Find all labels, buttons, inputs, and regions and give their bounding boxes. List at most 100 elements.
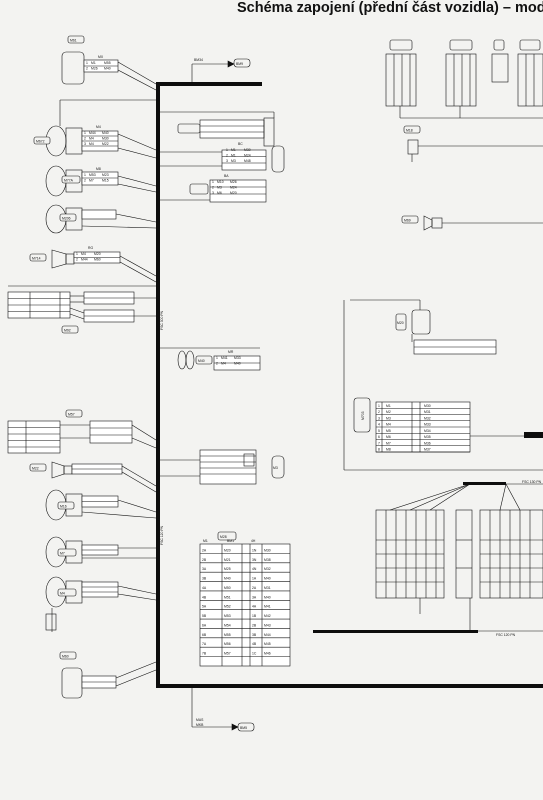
connector-pin: M22	[102, 142, 109, 146]
module-pin: 2	[378, 410, 380, 414]
table-cell: M56	[224, 642, 231, 646]
table-cell: 2A	[202, 548, 207, 552]
table-cell: M57	[224, 652, 231, 656]
connector-label: M8	[96, 167, 101, 171]
connector-pin: M44	[81, 258, 88, 262]
module-pin: M6	[386, 435, 391, 439]
table-cell: M43	[264, 623, 271, 627]
connector-pin: M3	[217, 186, 222, 190]
module-pin: M36	[424, 441, 431, 445]
table-cell: M41	[264, 605, 271, 609]
table-cell: 4A	[252, 605, 257, 609]
table-cell: 4B	[202, 595, 207, 599]
table-cell: M46	[264, 652, 271, 656]
connector-pin: M55	[104, 61, 111, 65]
table-cell: M51	[224, 595, 231, 599]
connector-pin: M10	[217, 180, 224, 184]
table-cell: 1N	[252, 548, 257, 552]
table-cell: M50	[224, 586, 231, 590]
table-cell: 1C	[252, 652, 257, 656]
table-header: BM1	[227, 539, 234, 543]
connector-pin: M1	[231, 148, 236, 152]
table-cell: M38	[264, 558, 271, 562]
table-cell: 4B	[252, 642, 257, 646]
component-top-left	[61, 51, 85, 85]
connector-pin: M1	[231, 154, 236, 158]
module-pin: 8	[378, 448, 380, 452]
table-cell: M52	[224, 605, 231, 609]
tag-m60: M60	[62, 655, 69, 659]
table-header: M1	[203, 539, 208, 543]
module-pin: M1	[386, 404, 391, 408]
connector-label: MR	[228, 350, 234, 354]
table-cell: 2A	[252, 586, 257, 590]
connector-pin: 2	[86, 67, 88, 71]
connector-pin: 2	[216, 362, 218, 366]
connector-pin: M23	[102, 173, 109, 177]
table-cell: M42	[264, 614, 271, 618]
table-cell: M25	[224, 567, 231, 571]
connector-pin: M4	[81, 252, 86, 256]
connector-pin: 3	[212, 191, 214, 195]
connector-pin: 3	[226, 159, 228, 163]
bottom-feed-label-a: MAS	[196, 718, 204, 722]
center-pin-table	[199, 543, 291, 667]
table-cell: M40	[224, 577, 231, 581]
connector-pin: 2	[226, 154, 228, 158]
table-cell: 3B	[252, 633, 257, 637]
table-cell: M55	[224, 633, 231, 637]
connector-label: M4	[96, 125, 101, 129]
connector-pin: M4	[89, 137, 94, 141]
bus-label-horiz-2: FSC 120 PN	[496, 633, 516, 637]
table-cell: M20	[224, 548, 231, 552]
table-cell: 7B	[202, 652, 207, 656]
connector-pin: M40	[102, 131, 109, 135]
table-cell: 1A	[252, 577, 257, 581]
top-feed-label: BM34	[194, 58, 203, 62]
module-pin: 3	[378, 416, 380, 420]
table-cell: M30	[264, 548, 271, 552]
module-pin: M5	[386, 429, 391, 433]
connector-pin: 1	[216, 356, 218, 360]
top-feed-target: BM9	[236, 62, 243, 66]
table-cell: M31	[264, 586, 271, 590]
connector-pin: M30	[102, 137, 109, 141]
tag-m77a: M77A	[64, 179, 74, 183]
page-title: Schéma zapojení (přední část vozidla) – …	[237, 0, 543, 16]
connector-pin: M24	[230, 186, 237, 190]
table-cell: 3A	[252, 595, 257, 599]
tag-m22: M22	[32, 467, 39, 471]
table-cell: M54	[224, 623, 231, 627]
connector-pin: M60	[94, 258, 101, 262]
table-cell: M40	[264, 595, 271, 599]
connector-pin: 1	[84, 173, 86, 177]
main-bus-top	[158, 82, 262, 86]
tag-m61: M61	[70, 39, 77, 43]
connector-pin: 2	[212, 186, 214, 190]
tag-m672: M672	[36, 140, 45, 144]
table-cell: 5B	[202, 614, 207, 618]
table-cell: 6B	[202, 633, 207, 637]
connector-pin: 1	[84, 131, 86, 135]
connector-pin: 1	[226, 148, 228, 152]
tag-m20: M20	[397, 321, 404, 325]
table-cell: M21	[224, 558, 231, 562]
connector-pin: M15	[102, 179, 109, 183]
connector-pin: 1	[212, 180, 214, 184]
table-cell: 3B	[202, 577, 207, 581]
table-cell: 4A	[202, 586, 207, 590]
module-pin: M7	[386, 441, 391, 445]
table-cell: M32	[264, 567, 271, 571]
bus-label-2: FSC 120 PN	[160, 525, 164, 545]
tag-m40: M40	[198, 359, 205, 363]
connector-pin: M26	[91, 67, 98, 71]
connector-pin: M33	[234, 356, 241, 360]
table-cell: 2B	[252, 623, 257, 627]
tag-m3: M3	[273, 466, 278, 470]
module-pin: M2	[386, 410, 391, 414]
connector-pin: M6	[217, 191, 222, 195]
connector-pin: M40	[234, 362, 241, 366]
main-bus-vertical	[156, 82, 160, 688]
